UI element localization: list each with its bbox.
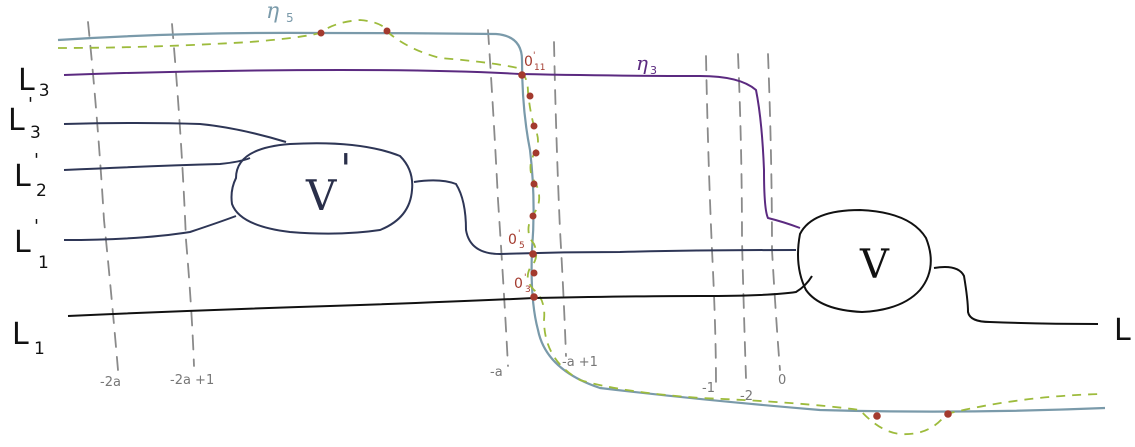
tick-minus-a-plus-1: -a +1 — [562, 355, 598, 370]
guide-minus-2 — [737, 53, 747, 379]
svg-text:1: 1 — [34, 339, 45, 359]
svg-text:2: 2 — [36, 181, 47, 201]
dot-o11 — [518, 71, 526, 79]
eta5-curve — [57, 31, 1106, 413]
dot-eta5-top-1 — [317, 29, 325, 37]
svg-text:η: η — [266, 0, 279, 24]
strand-l3-prime — [63, 122, 287, 143]
tick-minus-2a: -2a — [100, 375, 121, 390]
box-v-prime — [230, 142, 414, 235]
guide-minus-2a — [87, 21, 119, 371]
dot-o3 — [530, 293, 538, 301]
svg-text:1: 1 — [38, 253, 49, 273]
svg-text:L3: L3 — [18, 63, 50, 101]
intersection-dots — [317, 27, 952, 420]
label-l1: L 1 — [12, 317, 45, 359]
svg-text:0: 0 — [508, 232, 517, 248]
svg-text:11: 11 — [534, 63, 545, 73]
strand-l1-prime — [63, 215, 237, 241]
guide-minus-a-plus-1 — [553, 41, 567, 357]
svg-text:0: 0 — [524, 54, 533, 70]
strand-v-prime-out — [413, 179, 797, 256]
label-v: V — [859, 242, 890, 288]
svg-text:': ' — [340, 145, 352, 194]
label-eta5: η 5 — [266, 0, 294, 25]
svg-text:L: L — [14, 225, 31, 260]
label-eta3: η 3 — [636, 51, 657, 77]
dot-eta5-top-2 — [383, 27, 391, 35]
svg-text:': ' — [34, 150, 39, 171]
svg-text:η: η — [636, 51, 648, 75]
label-v-prime: V ' — [305, 145, 352, 220]
svg-text:0: 0 — [514, 276, 523, 292]
guide-minus-2a-plus-1 — [171, 23, 195, 367]
tick-minus-1: -1 — [702, 381, 715, 396]
svg-text:3: 3 — [30, 123, 41, 143]
label-l2-prime: L ' 2 — [14, 150, 47, 201]
tick-minus-2a-plus-1: -2a +1 — [170, 373, 214, 388]
dot-mid-1 — [526, 92, 534, 100]
svg-text:5: 5 — [519, 241, 525, 251]
svg-text:3: 3 — [650, 64, 657, 77]
dot-mid-4 — [530, 180, 538, 188]
box-v — [797, 208, 932, 314]
svg-text:L: L — [12, 317, 29, 352]
svg-text:': ' — [518, 229, 520, 239]
label-l3-prime: L ' 3 — [8, 94, 41, 143]
guide-zero — [767, 53, 781, 371]
dot-mid-3 — [532, 149, 540, 157]
svg-text:': ' — [34, 216, 39, 237]
tick-minus-a: -a — [490, 365, 503, 380]
svg-text:L: L — [14, 159, 31, 194]
svg-text:': ' — [524, 273, 526, 283]
dot-mid-6 — [530, 269, 538, 277]
guide-minus-1 — [705, 55, 717, 385]
svg-text:3: 3 — [525, 285, 531, 295]
tick-minus-2: -2 — [740, 389, 753, 404]
strand-l3 — [63, 68, 801, 229]
label-l-right: L — [1114, 313, 1131, 348]
svg-text:5: 5 — [286, 11, 294, 25]
strand-l1 — [67, 275, 813, 317]
label-o11: 0 ' 11 — [524, 51, 545, 73]
tick-zero: 0 — [778, 373, 786, 388]
guide-minus-a — [487, 29, 509, 367]
svg-text:V: V — [305, 171, 337, 220]
dot-mid-5 — [529, 212, 537, 220]
green-dashed-curve — [57, 19, 1103, 436]
strand-v-out — [933, 266, 1099, 325]
dot-o5 — [529, 250, 537, 258]
strand-l2-prime — [63, 157, 251, 171]
dot-bottom-1 — [873, 412, 881, 420]
label-o3: 0 ' 3 — [514, 273, 531, 295]
dot-mid-2 — [530, 122, 538, 130]
svg-text:': ' — [533, 51, 535, 61]
svg-text:': ' — [28, 94, 33, 115]
dot-bottom-2 — [944, 410, 952, 418]
label-o5: 0 ' 5 — [508, 229, 525, 251]
svg-text:L: L — [8, 103, 25, 138]
label-l1-prime: L ' 1 — [14, 216, 49, 273]
